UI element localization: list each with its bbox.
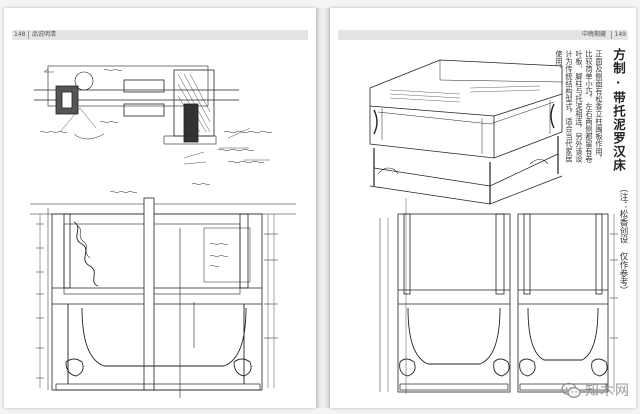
left-page: 148 品说明清	[4, 8, 316, 408]
luohan-bed-drawings	[369, 59, 618, 394]
right-header-band	[338, 30, 628, 40]
watermark-text: 知木网	[585, 383, 630, 399]
left-header-section: 品说明清	[32, 31, 57, 38]
left-header-band	[12, 30, 308, 40]
right-header-section: 中晚期藏	[581, 31, 606, 38]
book-gutter	[316, 8, 330, 408]
watermark: 知木网	[561, 380, 630, 400]
page-title: 方制 · 带托泥罗汉床	[611, 48, 626, 173]
wechat-icon	[561, 382, 581, 398]
body-paragraph: 正面及侧面有松香立柱围板作用，比较简单小巧，左右两侧都留有卷叶板、脚柱与托泥相连…	[555, 50, 604, 163]
right-page: 中晚期藏 149	[330, 8, 636, 408]
left-page-number: 148	[14, 31, 26, 38]
joinery-and-elevation-drawing	[30, 65, 296, 398]
right-page-number: 149	[614, 31, 626, 38]
title-note: （注：松香创设 仅作参考）	[618, 184, 628, 295]
right-header-separator	[611, 31, 612, 39]
left-header-separator	[28, 31, 29, 39]
